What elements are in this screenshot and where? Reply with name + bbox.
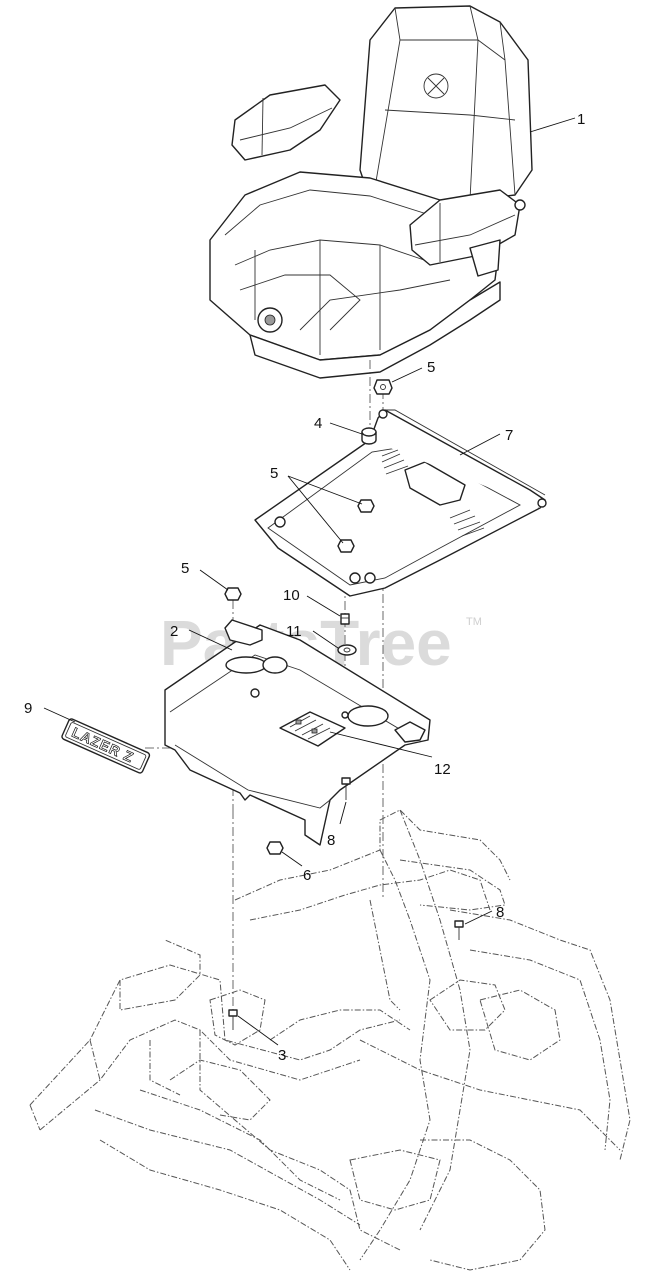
callout-10: 10	[283, 587, 300, 604]
callout-5-plate: 5	[270, 465, 278, 482]
screw-frame[interactable]	[454, 920, 464, 940]
nut-plate-lower[interactable]	[337, 539, 355, 553]
mower-frame-phantom	[29, 809, 631, 1271]
washer-part[interactable]	[337, 644, 357, 656]
callout-7: 7	[505, 427, 513, 444]
callout-2: 2	[170, 623, 178, 640]
callout-3: 3	[278, 1047, 286, 1064]
nut-left[interactable]	[224, 587, 242, 601]
seat-part[interactable]	[209, 5, 533, 379]
callout-6: 6	[303, 867, 311, 884]
leader-lines	[43, 117, 576, 1046]
seat-pan-cover-part[interactable]	[164, 619, 431, 846]
callout-12: 12	[434, 761, 451, 778]
bolt-frame[interactable]	[228, 1009, 238, 1030]
callout-8-frame: 8	[496, 904, 504, 921]
watermark-trademark: TM	[466, 616, 482, 628]
nut-top[interactable]	[373, 379, 393, 395]
bolt-part[interactable]	[340, 613, 350, 625]
seat-plate-part[interactable]	[254, 409, 547, 597]
callout-4: 4	[314, 415, 322, 432]
callout-8-cover: 8	[327, 832, 335, 849]
spacer-part[interactable]	[361, 427, 377, 445]
lazer-z-badge-part[interactable]: LAZER Z	[61, 718, 151, 774]
callout-9: 9	[24, 700, 32, 717]
callout-11: 11	[286, 623, 302, 640]
callout-1: 1	[577, 111, 585, 128]
screw-cover[interactable]	[341, 777, 351, 800]
callout-labels: 1 5 4 7 5 5 10 2 11 9 12 8 6 8 3	[24, 111, 585, 1064]
callout-5-left: 5	[181, 560, 189, 577]
nut-cover[interactable]	[266, 841, 284, 855]
nut-plate-upper[interactable]	[357, 499, 375, 513]
callout-5-nut-top: 5	[427, 359, 435, 376]
